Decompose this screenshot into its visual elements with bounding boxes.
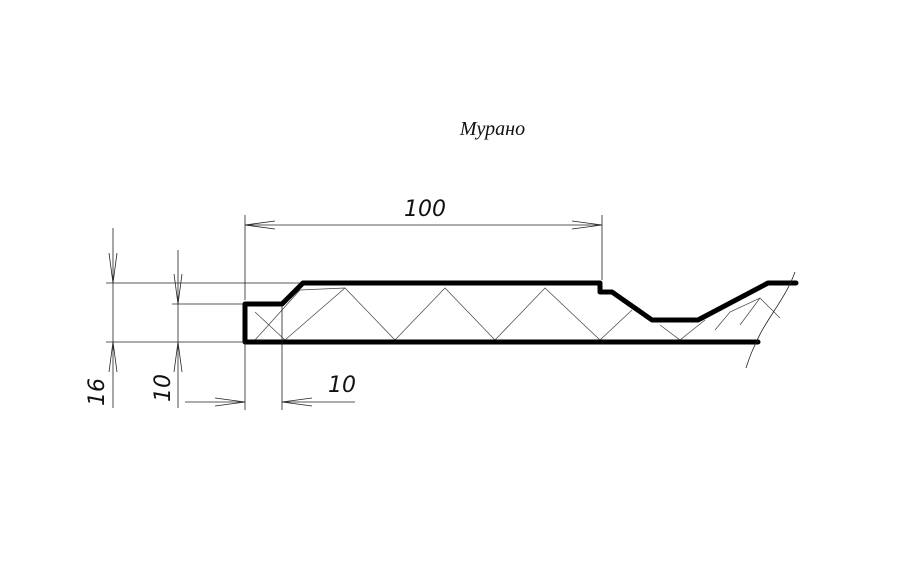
drawing-title: Мурано — [459, 118, 526, 140]
dimension-16: 16 — [85, 228, 118, 408]
dimension-10-horizontal-label: 10 — [328, 373, 356, 398]
dimension-16-label: 16 — [85, 378, 110, 406]
extension-lines — [106, 215, 603, 410]
dimension-10-vertical: 10 — [151, 250, 183, 408]
section-hatching — [254, 287, 781, 341]
dimension-10-vertical-label: 10 — [151, 374, 176, 402]
profile-outline — [242, 280, 799, 345]
dimension-10-horizontal: 10 — [185, 373, 356, 407]
dimension-100: 100 — [244, 197, 603, 230]
break-line — [745, 271, 796, 369]
dimension-100-label: 100 — [404, 197, 446, 222]
